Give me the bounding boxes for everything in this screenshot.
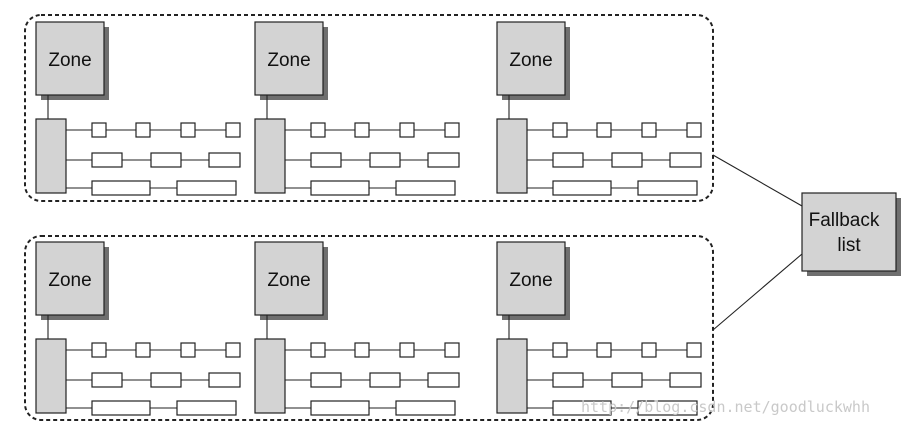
- fallback-label-line2: list: [837, 235, 861, 256]
- row-cell: [596, 342, 612, 358]
- row-cell: [552, 122, 568, 138]
- zone-unit-1-1: Zone: [35, 21, 241, 196]
- fallback-label-line1: Fallback: [809, 210, 880, 231]
- row-cell: [180, 122, 196, 138]
- zone-unit-1-3: Zone: [496, 21, 702, 196]
- zone-label: Zone: [48, 270, 91, 291]
- zone-bar: [35, 118, 67, 194]
- row-cell: [427, 152, 460, 168]
- row-cell: [225, 342, 241, 358]
- row-cell: [444, 122, 460, 138]
- zone-label: Zone: [267, 270, 310, 291]
- row-cell: [176, 180, 237, 196]
- watermark-text: http://blog.csdn.net/goodluckwhh: [581, 398, 870, 416]
- zone-unit-2-1: Zone: [35, 241, 241, 416]
- zone-label: Zone: [48, 50, 91, 71]
- zone-box: [254, 241, 324, 316]
- row-cell: [444, 342, 460, 358]
- row-cell: [395, 400, 456, 416]
- row-cell: [150, 372, 182, 388]
- row-cell: [552, 152, 584, 168]
- zone-unit-2-2: Zone: [254, 241, 460, 416]
- row-cell: [225, 122, 241, 138]
- row-cell: [596, 122, 612, 138]
- zone-group-1-border: [24, 14, 714, 202]
- row-cell: [310, 372, 342, 388]
- row-cell: [641, 342, 657, 358]
- zone-box: [35, 241, 105, 316]
- row-cell: [369, 372, 401, 388]
- row-cell: [611, 372, 643, 388]
- row-cell: [552, 342, 568, 358]
- row-cell: [354, 342, 370, 358]
- row-cell: [208, 372, 241, 388]
- row-cell: [91, 400, 151, 416]
- row-cell: [669, 152, 702, 168]
- row-cell: [427, 372, 460, 388]
- group-1-to-fallback-connector: [712, 154, 803, 207]
- zone-group-2-border: [24, 235, 714, 421]
- row-cell: [135, 122, 151, 138]
- row-cell: [354, 122, 370, 138]
- row-cell: [552, 400, 612, 416]
- row-cell: [310, 122, 326, 138]
- row-cell: [369, 152, 401, 168]
- row-cell: [611, 152, 643, 168]
- row-cell: [686, 122, 702, 138]
- row-cell: [552, 180, 612, 196]
- row-cell: [135, 342, 151, 358]
- zone-unit-1-2: Zone: [254, 21, 460, 196]
- zone-box: [35, 21, 105, 96]
- row-cell: [91, 372, 123, 388]
- row-cell: [91, 180, 151, 196]
- row-cell: [91, 122, 107, 138]
- row-cell: [399, 122, 415, 138]
- group-2-to-fallback-connector: [712, 253, 803, 331]
- row-cell: [686, 342, 702, 358]
- row-cell: [641, 122, 657, 138]
- zone-box: [496, 21, 566, 96]
- row-cell: [552, 372, 584, 388]
- row-cell: [310, 400, 370, 416]
- row-cell: [310, 180, 370, 196]
- zone-unit-2-3: Zone: [496, 241, 702, 416]
- zone-box: [496, 241, 566, 316]
- row-cell: [399, 342, 415, 358]
- zone-box: [254, 21, 324, 96]
- row-cell: [150, 152, 182, 168]
- row-cell: [310, 152, 342, 168]
- fallback-list-node: Fallback list: [801, 192, 901, 276]
- row-cell: [91, 152, 123, 168]
- row-cell: [637, 400, 698, 416]
- zone-label: Zone: [267, 50, 310, 71]
- row-cell: [310, 342, 326, 358]
- zone-bar: [496, 338, 528, 414]
- zone-bar: [35, 338, 67, 414]
- row-cell: [637, 180, 698, 196]
- zone-label: Zone: [509, 270, 552, 291]
- zone-bar: [254, 118, 286, 194]
- zone-bar: [254, 338, 286, 414]
- row-cell: [395, 180, 456, 196]
- row-cell: [180, 342, 196, 358]
- row-cell: [669, 372, 702, 388]
- zone-bar: [496, 118, 528, 194]
- row-cell: [208, 152, 241, 168]
- row-cell: [176, 400, 237, 416]
- zone-label: Zone: [509, 50, 552, 71]
- row-cell: [91, 342, 107, 358]
